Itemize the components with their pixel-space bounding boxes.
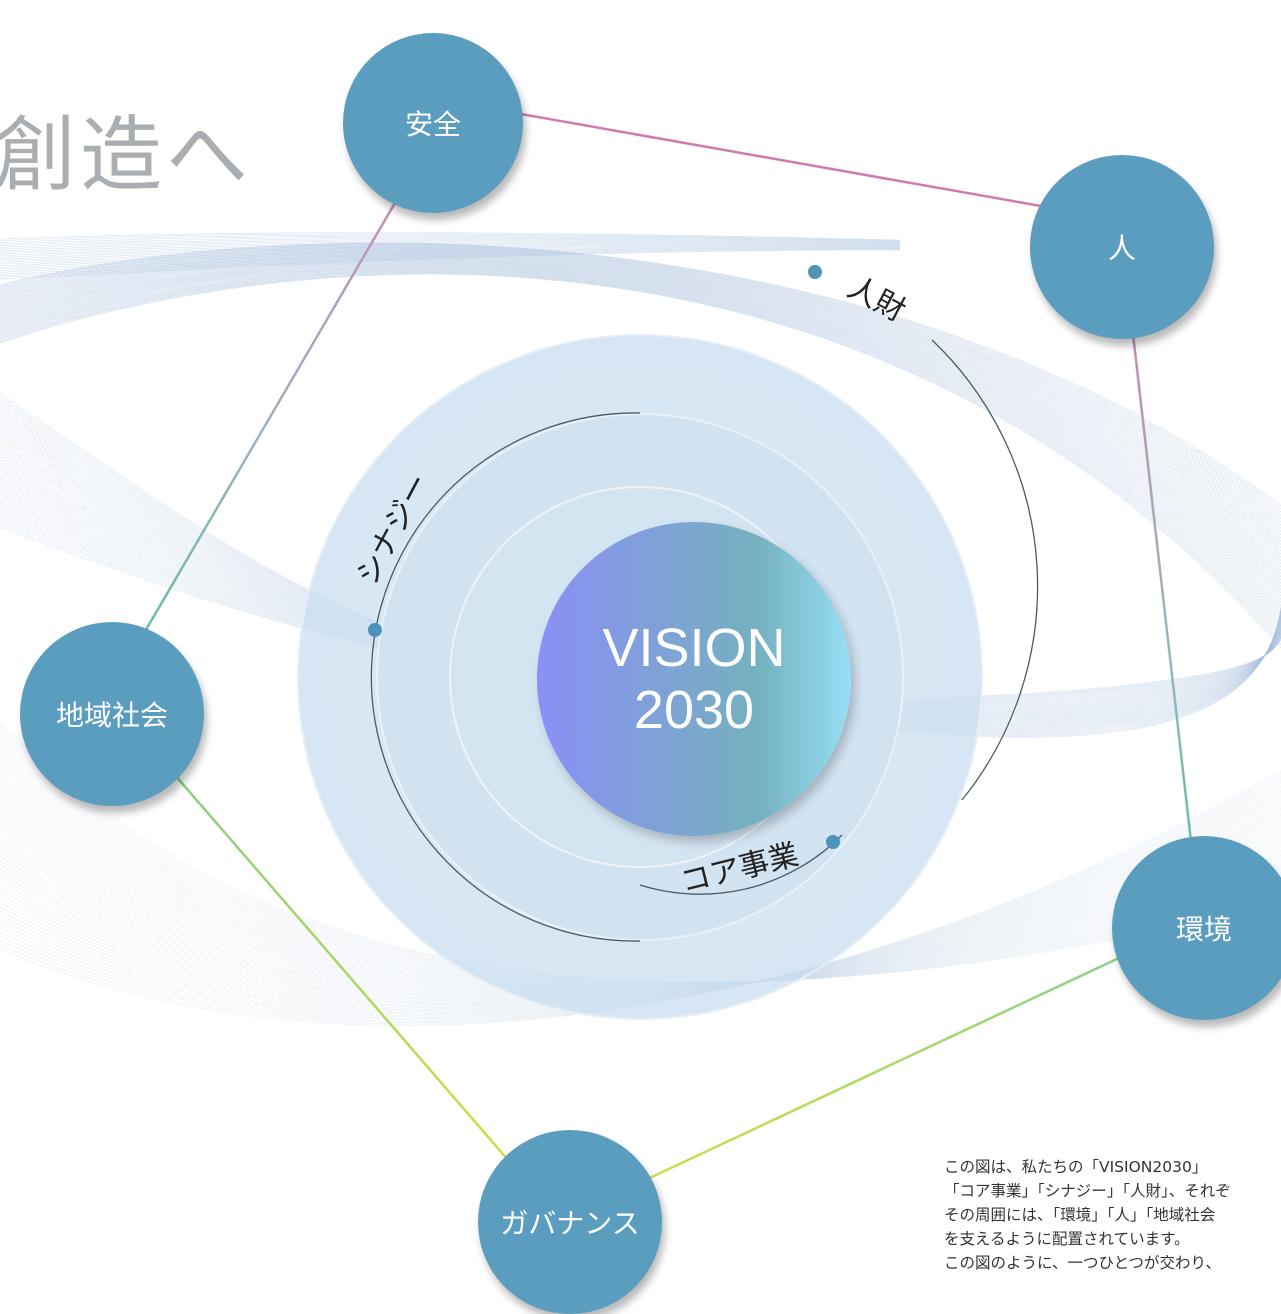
wave-line (0, 264, 1281, 604)
wave-line (0, 232, 901, 241)
caption-line: その周囲には、「環境」「人」「地域社会 (944, 1206, 1216, 1224)
orbit-arc-jinzai (931, 339, 1039, 801)
wave-line (0, 245, 901, 267)
wave-line (0, 252, 1281, 549)
wave-line (0, 271, 1281, 636)
wave-line (0, 273, 1281, 646)
wave-line (0, 235, 901, 245)
wave-line (0, 262, 1281, 597)
wave-line (0, 267, 1281, 620)
line-safety-people (469, 103, 1121, 222)
wave-line (0, 251, 1281, 546)
wave-line (0, 248, 901, 275)
wave-line (0, 252, 1281, 552)
wave-line (0, 257, 1281, 575)
caption-line: を支えるように配置されています。 (944, 1230, 1190, 1248)
wave-line (0, 270, 1281, 633)
node-safety-label: 安全 (404, 108, 461, 141)
wave-line (0, 261, 1281, 591)
caption-text: この図は、私たちの「VISION2030」 「コア事業」「シナジー」「人財」、そ… (944, 1155, 1281, 1275)
wave-line (0, 268, 1281, 623)
wave-line (0, 248, 1281, 533)
vision-title: VISION (602, 618, 786, 678)
wave-line (0, 242, 901, 258)
caption-line: この図のように、一つひとつが交わり、 (944, 1254, 1221, 1272)
wave-line (0, 775, 1281, 1023)
node-governance-label: ガバナンス (500, 1207, 640, 1240)
orbit-arc-core (639, 834, 843, 895)
wave-line (0, 272, 1281, 643)
wave-line (0, 247, 901, 272)
wave-line (0, 247, 901, 273)
orbit-dot-core (826, 835, 840, 849)
wave-line (0, 250, 1281, 542)
wave-line (0, 236, 901, 247)
caption-line: この図は、私たちの「VISION2030」 (944, 1158, 1208, 1176)
wave-line (0, 244, 901, 263)
wave-line (0, 248, 901, 277)
node-people-label: 人 (1107, 232, 1136, 265)
wave-line (0, 244, 1281, 513)
wave-line (0, 266, 1281, 614)
caption-line: 「コア事業」「シナジー」「人財」、それぞ (944, 1182, 1231, 1200)
wave-line (0, 259, 1281, 584)
wave-line (0, 254, 1281, 559)
wave-line (0, 244, 1281, 516)
line-safety-community (103, 159, 422, 701)
wave-line (0, 234, 901, 243)
wave-line (0, 266, 1281, 617)
wave-line (0, 249, 901, 278)
wave-line (0, 259, 1281, 581)
wave-line (0, 772, 1281, 1025)
wave-line (0, 255, 1281, 565)
wave-line (0, 254, 1281, 562)
wave-line (0, 245, 1281, 520)
wave-line (0, 243, 1281, 510)
wave-line (0, 256, 1281, 571)
wave-line (0, 253, 1281, 555)
wave-line (0, 273, 1281, 649)
node-governance: ガバナンス (478, 1130, 662, 1314)
orbit-dot-jinzai (808, 265, 822, 279)
node-environment: 環境 (1112, 836, 1281, 1020)
wave-line (0, 256, 1281, 568)
vision-year: 2030 (633, 680, 755, 740)
orbit-arc-synergy (370, 412, 641, 942)
node-community: 地域社会 (20, 622, 204, 806)
wave-line (0, 242, 1281, 507)
wave-line (0, 233, 901, 242)
wave-line (0, 247, 1281, 526)
wave-line (0, 243, 901, 260)
line-governance-environment (559, 918, 1201, 1222)
wave-line (0, 243, 901, 262)
wave-line (0, 258, 1281, 578)
wave-line (0, 246, 901, 270)
vision-center-circle: VISION 2030 (537, 522, 851, 836)
wave-line (0, 264, 1281, 607)
wave-line (0, 241, 901, 257)
wave-line (0, 237, 901, 248)
orbit-dot-synergy (368, 623, 382, 637)
node-community-label: 地域社会 (55, 699, 168, 732)
wave-line (0, 269, 1281, 630)
wave-line (0, 246, 1281, 523)
node-people: 人 (1030, 155, 1214, 339)
wave-line (0, 260, 1281, 588)
page-heading: 創造へ (0, 108, 253, 203)
wave-line (0, 268, 1281, 626)
wave-line (0, 246, 901, 268)
wave-line (0, 261, 1281, 594)
line-community-governance (109, 699, 561, 1221)
node-environment-label: 環境 (1175, 913, 1232, 946)
wave-line (0, 249, 1281, 539)
wave-line (0, 249, 901, 280)
wave-line (0, 265, 1281, 610)
wave-line (0, 245, 901, 265)
wave-line (0, 770, 1281, 1026)
wave-line (0, 249, 1281, 536)
wave-line (0, 271, 1281, 639)
wave-line (0, 263, 1281, 601)
node-safety: 安全 (343, 33, 523, 213)
wave-line (0, 247, 1281, 529)
